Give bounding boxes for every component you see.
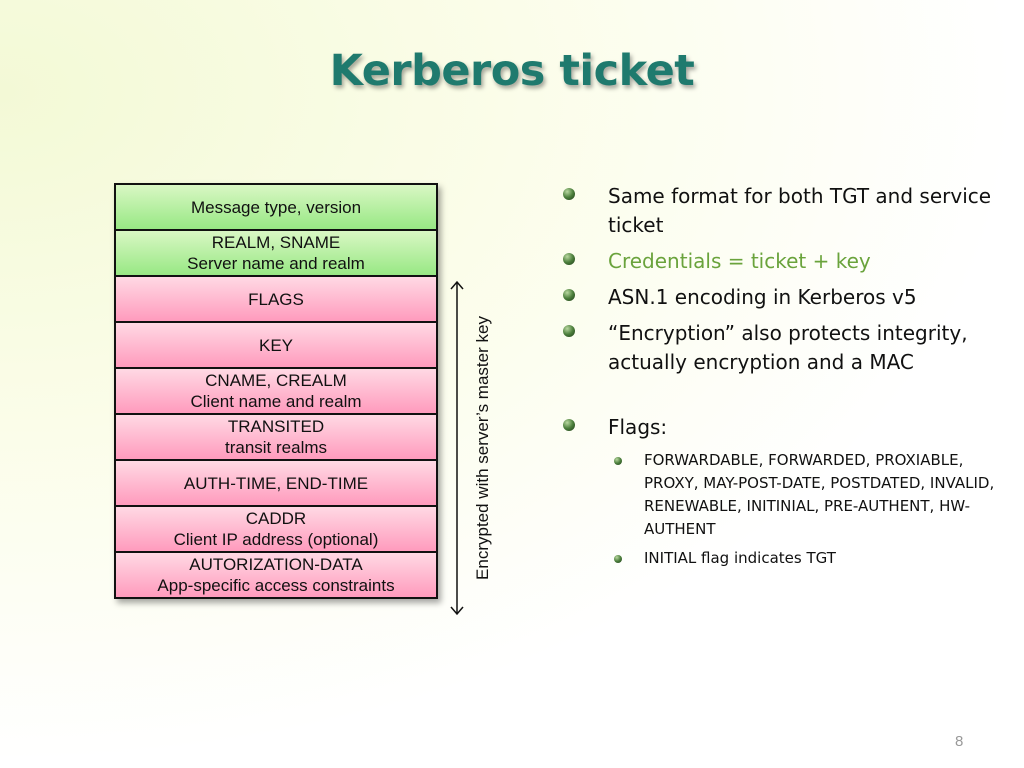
slide-title: Kerberos ticket <box>329 46 695 96</box>
bullet-item: “Encryption” also protects integrity, ac… <box>563 319 1003 377</box>
ticket-structure-diagram: Message type, version REALM, SNAME Serve… <box>114 183 438 599</box>
encrypted-label: Encrypted with server’s master key <box>473 316 492 580</box>
ticket-field-transited: TRANSITED transit realms <box>116 415 436 459</box>
flag-sub-list: FORWARDABLE, FORWARDED, PROXIABLE, PROXY… <box>608 449 1003 570</box>
ticket-field-auth-time: AUTH-TIME, END-TIME <box>116 461 436 505</box>
field-description: Client name and realm <box>190 392 362 411</box>
bullet-dot-icon <box>563 188 575 200</box>
bullet-item: ASN.1 encoding in Kerberos v5 <box>563 283 1003 312</box>
sub-bullet-item: INITIAL flag indicates TGT <box>608 547 1003 570</box>
field-name: CNAME, CREALM <box>205 371 347 390</box>
field-description: transit realms <box>224 438 328 457</box>
bullet-item: Same format for both TGT and service tic… <box>563 182 1003 240</box>
page-number: 8 <box>955 733 964 750</box>
bullet-item-highlight: Credentials = ticket + key <box>563 247 1003 276</box>
ticket-field-caddr: CADDR Client IP address (optional) <box>116 507 436 551</box>
field-description: Client IP address (optional) <box>173 530 379 549</box>
bullet-dot-icon <box>614 457 622 465</box>
bullet-dot-icon <box>614 555 622 563</box>
ticket-field-flags: FLAGS <box>116 277 436 321</box>
field-name: REALM, SNAME <box>211 233 341 252</box>
field-name: CADDR <box>245 509 307 528</box>
field-name: AUTH-TIME, END-TIME <box>183 473 369 493</box>
field-name: KEY <box>258 335 294 355</box>
field-name: TRANSITED <box>227 417 325 436</box>
sub-bullet-item: FORWARDABLE, FORWARDED, PROXIABLE, PROXY… <box>608 449 1003 541</box>
ticket-field-cname-crealm: CNAME, CREALM Client name and realm <box>116 369 436 413</box>
field-name: AUTORIZATION-DATA <box>189 555 363 574</box>
bullet-dot-icon <box>563 289 575 301</box>
field-description: App-specific access constraints <box>157 576 395 595</box>
bullet-dot-icon <box>563 325 575 337</box>
bullet-list: Same format for both TGT and service tic… <box>563 182 1003 576</box>
bullet-item-flags: Flags: <box>563 413 1003 442</box>
field-name: Message type, version <box>190 197 362 217</box>
ticket-field-authorization-data: AUTORIZATION-DATA App-specific access co… <box>116 553 436 597</box>
double-arrow-icon <box>450 280 464 616</box>
field-name: FLAGS <box>248 289 304 309</box>
bullet-dot-icon <box>563 253 575 265</box>
bullet-dot-icon <box>563 419 575 431</box>
ticket-field-message-type: Message type, version <box>116 185 436 229</box>
ticket-field-key: KEY <box>116 323 436 367</box>
field-description: Server name and realm <box>187 254 365 273</box>
ticket-field-realm-sname: REALM, SNAME Server name and realm <box>116 231 436 275</box>
